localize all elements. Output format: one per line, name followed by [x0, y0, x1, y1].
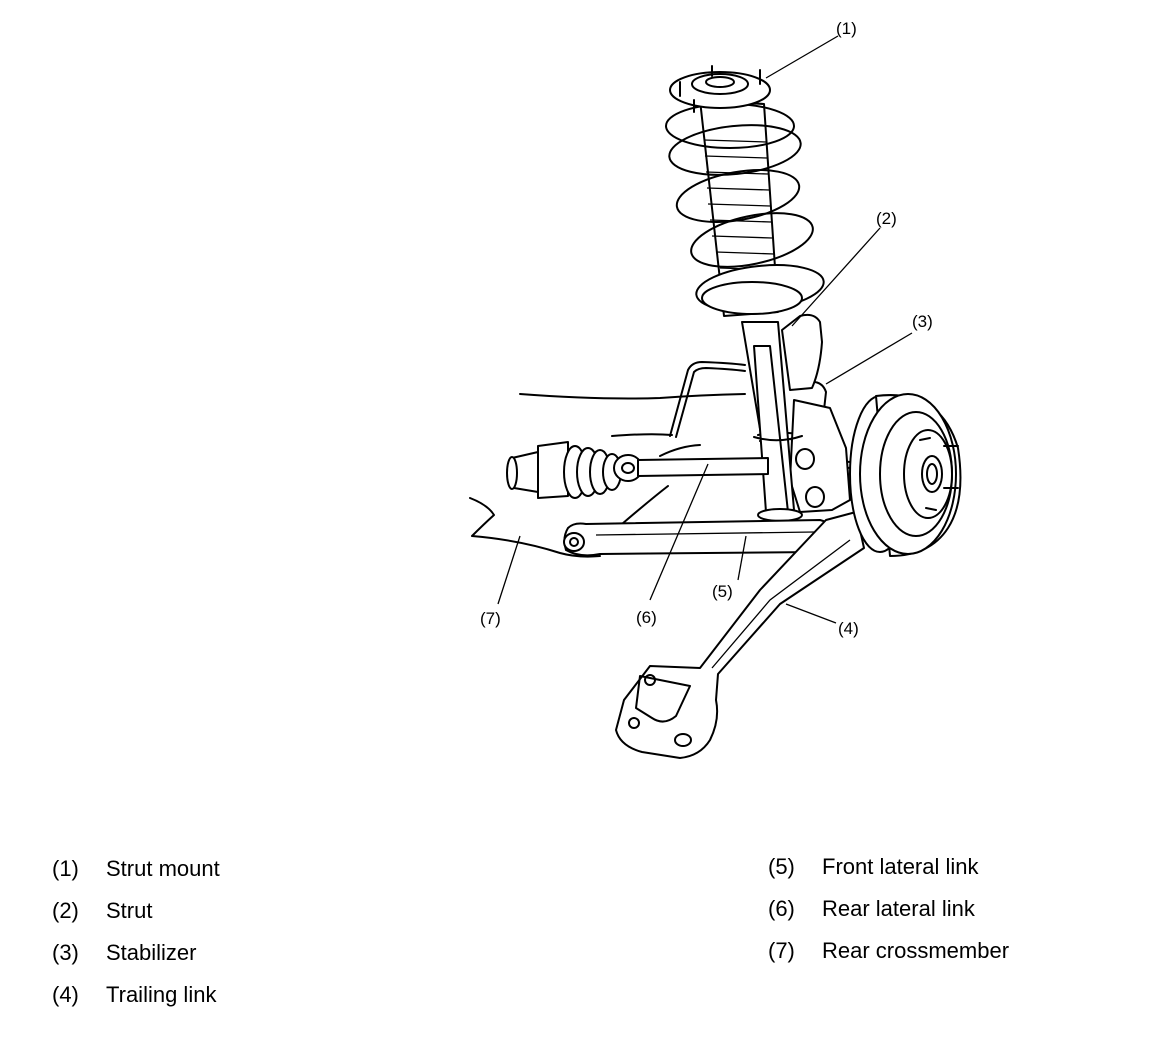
callout-2: (2) [876, 209, 897, 228]
callout-labels: (1) (2) (3) (4) (5) (6) (7) [480, 19, 933, 638]
leader-line-3 [825, 332, 913, 385]
legend-label: Front lateral link [822, 854, 979, 879]
legend-number: (2) [52, 898, 79, 923]
knuckle-drawing [781, 313, 851, 513]
legend-label: Strut mount [106, 856, 220, 881]
leader-line-5 [737, 535, 747, 581]
front-lateral-link-drawing [563, 519, 837, 557]
rear-lateral-link-drawing [506, 441, 769, 499]
legend-item: (6) Rear lateral link [768, 888, 1009, 930]
legend-label: Strut [106, 898, 153, 923]
callout-7: (7) [480, 609, 501, 628]
callout-5: (5) [712, 582, 733, 601]
legend-number: (1) [52, 856, 79, 881]
leader-line-7 [497, 535, 521, 605]
callout-6: (6) [636, 608, 657, 627]
legend-label: Rear lateral link [822, 896, 975, 921]
leader-line-6 [649, 463, 709, 601]
callout-1: (1) [836, 19, 857, 38]
coil-spring-drawing [665, 65, 825, 317]
leader-line-2 [791, 227, 881, 327]
rear-crossmember-drawing [469, 393, 746, 558]
legend-label: Trailing link [106, 982, 217, 1007]
legend-item: (1) Strut mount [52, 848, 220, 890]
legend-number: (7) [768, 938, 795, 963]
legend-item: (3) Stabilizer [52, 932, 220, 974]
leader-lines [497, 35, 913, 624]
legend-right: (5) Front lateral link (6) Rear lateral … [768, 846, 1009, 972]
legend-left: (1) Strut mount (2) Strut (3) Stabilizer… [52, 848, 220, 1016]
leader-line-4 [785, 603, 837, 624]
legend-item: (2) Strut [52, 890, 220, 932]
callout-3: (3) [912, 312, 933, 331]
strut-drawing [741, 321, 803, 522]
legend-number: (6) [768, 896, 795, 921]
callout-4: (4) [838, 619, 859, 638]
brake-drum-drawing [849, 393, 962, 557]
legend-label: Stabilizer [106, 940, 197, 965]
leader-line-1 [765, 35, 839, 79]
legend-number: (3) [52, 940, 79, 965]
legend-item: (4) Trailing link [52, 974, 220, 1016]
legend-label: Rear crossmember [822, 938, 1010, 963]
trailing-link-drawing [615, 511, 865, 759]
legend-item: (5) Front lateral link [768, 846, 1009, 888]
legend-number: (4) [52, 982, 79, 1007]
legend-number: (5) [768, 854, 795, 879]
legend-item: (7) Rear crossmember [768, 930, 1009, 972]
